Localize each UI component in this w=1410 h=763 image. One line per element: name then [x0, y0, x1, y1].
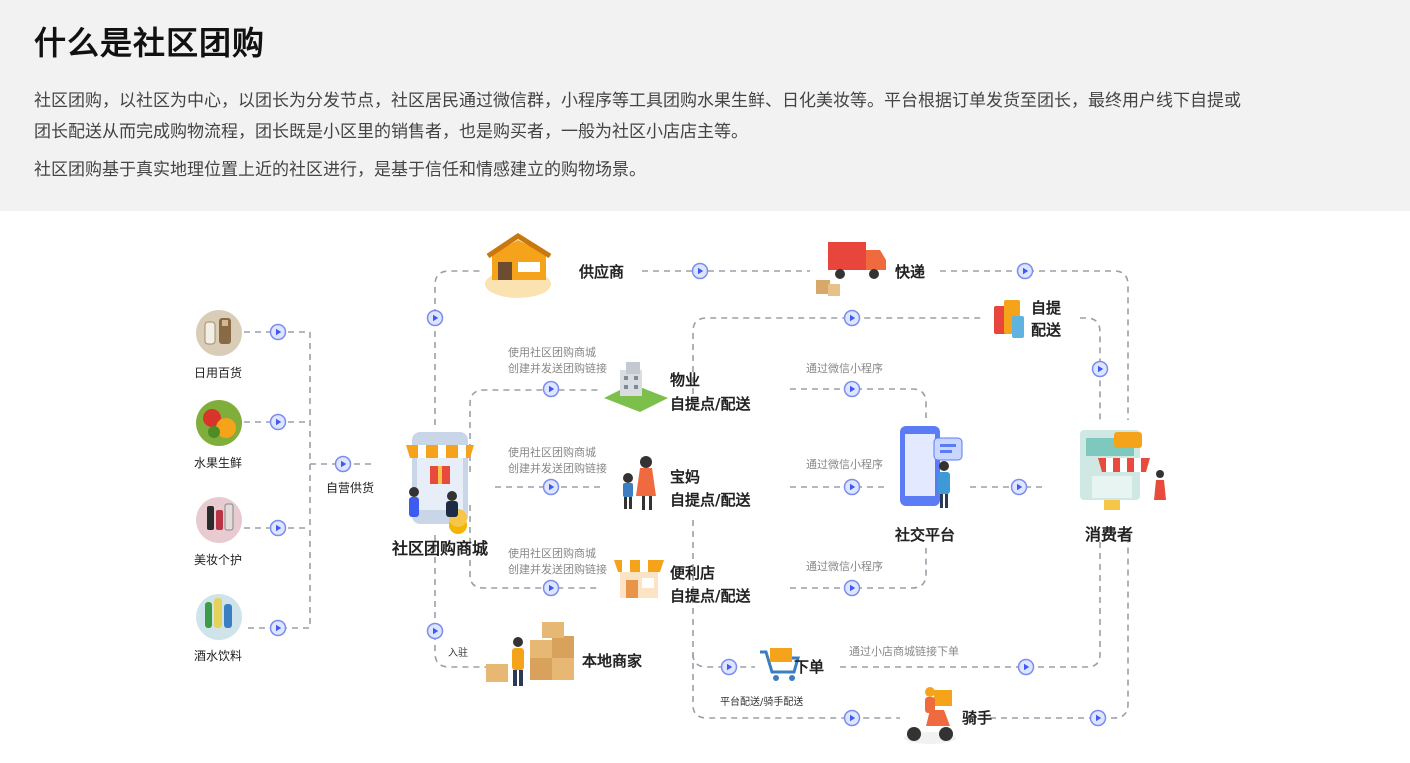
convenience-store-icon [614, 560, 664, 598]
store-label: 便利店 [670, 564, 715, 582]
mall-link-label: 使用社区团购商城 [508, 546, 596, 560]
mall-link-label: 创建并发送团购链接 [508, 461, 607, 475]
self-pickup-label-2: 配送 [1031, 321, 1062, 339]
cargo-boxes-icon [486, 622, 574, 686]
shop-phone-icon [406, 432, 474, 534]
category-drinks: 酒水饮料 [194, 594, 242, 663]
wechat-mini-label: 通过微信小程序 [806, 361, 883, 375]
consumer-label: 消费者 [1085, 525, 1133, 544]
local-merchant-node: 本地商家 入驻 [448, 622, 642, 686]
social-platform-node: 社交平台 [894, 426, 963, 544]
category-label: 酒水饮料 [194, 649, 242, 663]
community-group-buying-diagram: 日用百货 水果生鲜 美妆个护 酒水饮料 自营供货 [194, 233, 1166, 744]
settle-in-label: 入驻 [448, 646, 468, 659]
rider-node: 骑手 [904, 687, 992, 744]
mall-link-label: 使用社区团购商城 [508, 345, 596, 359]
shopping-cart-icon [760, 648, 800, 681]
warehouse-icon [485, 233, 552, 298]
supplier-label: 供应商 [578, 263, 624, 281]
intro-section: 什么是社区团购 社区团购，以社区为中心，以团长为分发节点，社区居民通过微信群，小… [0, 0, 1410, 211]
category-daily-goods: 日用百货 [194, 310, 242, 380]
order-label: 下单 [794, 658, 824, 676]
property-label: 物业 [670, 371, 700, 389]
rider-label: 骑手 [962, 709, 992, 727]
category-label: 水果生鲜 [194, 456, 242, 470]
community-mall-node: 社区团购商城 [391, 432, 488, 558]
store-pickup-node: 便利店 自提点/配送 使用社区团购商城 创建并发送团购链接 [508, 546, 751, 605]
mall-link-label: 创建并发送团购链接 [508, 361, 607, 375]
property-sub-label: 自提点/配送 [670, 395, 751, 413]
category-fresh-fruit: 水果生鲜 [194, 400, 242, 470]
store-sub-label: 自提点/配送 [670, 587, 751, 605]
order-node: 下单 通过小店商城链接下单 平台配送/骑手配送 [720, 644, 959, 708]
building-icon [604, 362, 668, 412]
mall-link-label: 创建并发送团购链接 [508, 562, 607, 576]
phone-app-icon [900, 426, 963, 508]
delivery-truck-icon [816, 242, 886, 296]
category-label: 日用百货 [194, 365, 242, 380]
local-merchant-label: 本地商家 [582, 652, 642, 670]
intro-paragraph-line1: 社区团购，以社区为中心，以团长为分发节点，社区居民通过微信群，小程序等工具团购水… [34, 91, 1241, 111]
wechat-mini-label: 通过微信小程序 [806, 559, 883, 573]
intro-paragraph-2: 社区团购基于真实地理位置上近的社区进行，是基于信任和情感建立的购物场景。 [34, 160, 646, 180]
page-title: 什么是社区团购 [34, 24, 266, 62]
delivery-rider-icon [904, 687, 956, 744]
self-pickup-node: 自提 配送 [994, 299, 1062, 339]
storefront-icon [1080, 430, 1166, 510]
property-pickup-node: 物业 自提点/配送 使用社区团购商城 创建并发送团购链接 [508, 345, 751, 413]
supplier-node: 供应商 [485, 233, 624, 298]
self-pickup-label-1: 自提 [1031, 299, 1062, 317]
intro-paragraph-line2: 团长配送从而完成购物流程，团长既是小区里的销售者，也是购买者，一般为社区小店店主… [34, 122, 748, 142]
self-supply-label: 自营供货 [326, 480, 374, 495]
category-label: 美妆个护 [194, 553, 242, 567]
mother-child-icon [623, 456, 656, 510]
consumer-node: 消费者 [1080, 430, 1166, 544]
express-label: 快递 [895, 263, 925, 281]
category-beauty-care: 美妆个护 [194, 497, 242, 567]
platform-delivery-label: 平台配送/骑手配送 [720, 695, 803, 708]
connector-lines [244, 270, 1129, 719]
mall-label: 社区团购商城 [391, 539, 488, 558]
mall-link-label: 使用社区团购商城 [508, 445, 596, 459]
mom-pickup-node: 宝妈 自提点/配送 使用社区团购商城 创建并发送团购链接 [508, 445, 751, 510]
mom-label: 宝妈 [670, 468, 700, 486]
social-platform-label: 社交平台 [894, 526, 955, 544]
order-via-link-label: 通过小店商城链接下单 [849, 644, 959, 658]
mom-sub-label: 自提点/配送 [670, 491, 751, 509]
shopping-bags-icon [994, 300, 1024, 338]
wechat-mini-label: 通过微信小程序 [806, 457, 883, 471]
express-node: 快递 [816, 242, 925, 296]
